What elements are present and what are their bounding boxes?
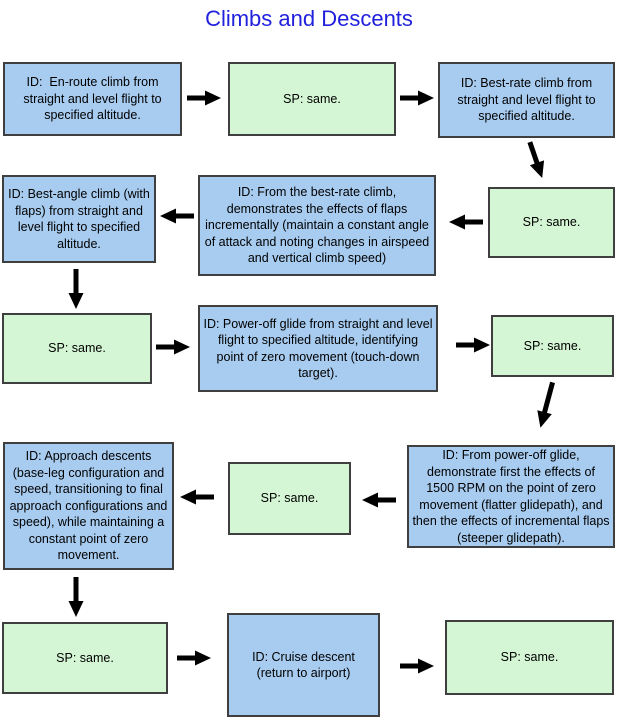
flow-box-id-best-rate-climb: ID: Best-rate climb from straight and le… bbox=[438, 62, 615, 138]
flow-box-id-cruise-descent: ID: Cruise descent (return to airport) bbox=[227, 613, 380, 717]
flow-box-id-flaps-effects: ID: From the best-rate climb, demonstrat… bbox=[198, 175, 436, 276]
arrow-right-icon-id-cruise-descent-to-sp-7 bbox=[400, 658, 434, 674]
flow-box-sp-5: SP: same. bbox=[228, 462, 351, 535]
flow-box-sp-2: SP: same. bbox=[488, 187, 615, 258]
flow-box-id-1500rpm-and-flaps: ID: From power-off glide, demonstrate fi… bbox=[407, 445, 615, 548]
arrow-down-icon-id-best-angle-climb-to-sp-3 bbox=[68, 269, 84, 309]
arrow-right-icon-sp-6-to-id-cruise-descent bbox=[177, 650, 211, 666]
flow-box-sp-7: SP: same. bbox=[445, 620, 614, 695]
flow-box-sp-1: SP: same. bbox=[228, 62, 396, 136]
flow-box-id-best-angle-climb: ID: Best-angle climb (with flaps) from s… bbox=[2, 175, 156, 263]
arrow-left-icon-id-1500rpm-and-flaps-to-sp-5 bbox=[362, 492, 396, 508]
flow-box-sp-4: SP: same. bbox=[491, 315, 614, 377]
arrow-down-left-icon-sp-4-to-id-1500rpm-and-flaps bbox=[533, 380, 561, 430]
arrow-right-icon-id-enroute-climb-to-sp-1 bbox=[187, 90, 221, 106]
arrow-left-icon-id-flaps-effects-to-id-best-angle-climb bbox=[160, 208, 194, 224]
arrow-down-icon-id-approach-descents-to-sp-6 bbox=[68, 577, 84, 617]
flow-box-id-enroute-climb: ID: En-route climb from straight and lev… bbox=[3, 62, 182, 136]
flow-box-id-approach-descents: ID: Approach descents (base-leg configur… bbox=[3, 442, 174, 570]
arrow-down-right-icon-id-best-rate-climb-to-sp-2 bbox=[522, 139, 549, 180]
flow-box-sp-3: SP: same. bbox=[2, 313, 152, 384]
page-title: Climbs and Descents bbox=[205, 6, 413, 31]
arrow-left-icon-sp-2-to-id-flaps-effects bbox=[449, 214, 483, 230]
arrow-right-icon-sp-3-to-id-power-off-glide bbox=[156, 339, 190, 355]
flow-box-id-power-off-glide: ID: Power-off glide from straight and le… bbox=[198, 305, 438, 392]
arrow-right-icon-sp-1-to-id-best-rate-climb bbox=[400, 90, 434, 106]
arrow-left-icon-sp-5-to-id-approach-descents bbox=[180, 489, 214, 505]
arrow-right-icon-id-power-off-glide-to-sp-4 bbox=[456, 337, 490, 353]
flow-box-sp-6: SP: same. bbox=[2, 622, 168, 694]
